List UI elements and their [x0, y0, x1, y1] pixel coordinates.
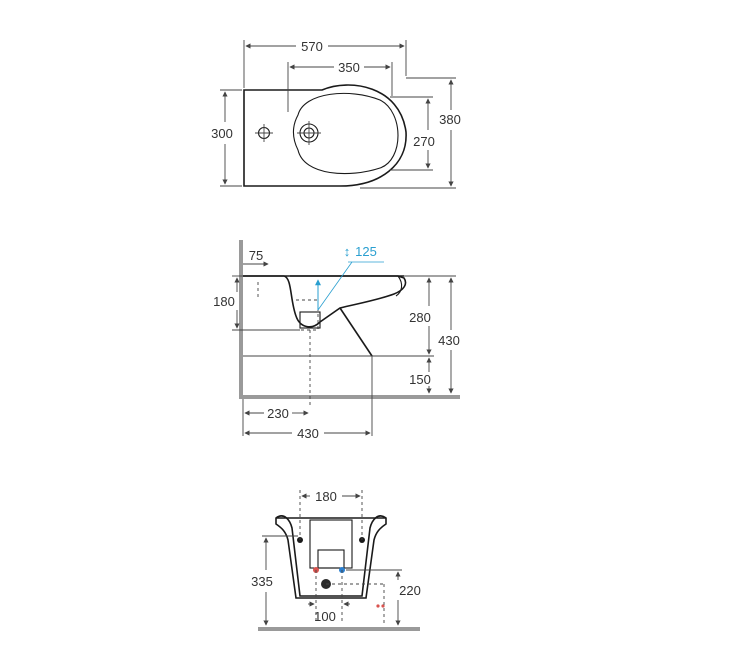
- dim-offset-top: 75: [249, 248, 263, 263]
- top-view-bowl: [292, 92, 399, 175]
- front-view-outline: [275, 515, 387, 599]
- side-view: 75 125 ↕ 180 280 430 150 230: [213, 240, 460, 441]
- front-view: 180 335 220 100: [251, 489, 421, 631]
- top-view-outline: [243, 84, 407, 187]
- dim-fixing-distance: 180: [315, 489, 337, 504]
- dim-total-height: 430: [438, 333, 460, 348]
- dim-highlight-height: 125: [355, 244, 377, 259]
- dim-floor-clearance: 150: [409, 372, 431, 387]
- dim-rim-height: 180: [213, 294, 235, 309]
- dim-drain-distance: 230: [267, 406, 289, 421]
- dim-water-spacing: 100: [314, 609, 336, 624]
- dim-water-height: 220: [399, 583, 421, 598]
- floor: [239, 395, 460, 399]
- dim-bowl-width: 270: [413, 134, 435, 149]
- tap-hole-icon: [255, 124, 273, 142]
- dim-body-height: 280: [409, 310, 431, 325]
- top-view: 570 350 300 380 270: [211, 39, 461, 189]
- svg-text:↕: ↕: [344, 244, 351, 259]
- dim-depth-total: 380: [439, 112, 461, 127]
- dim-width-total: 570: [301, 39, 323, 54]
- wall: [239, 240, 243, 398]
- drain-hole-icon: [297, 121, 321, 145]
- dim-bowl-length: 350: [338, 60, 360, 75]
- front-floor: [258, 627, 420, 631]
- dim-projection: 430: [297, 426, 319, 441]
- dim-fixing-height: 335: [251, 574, 273, 589]
- dim-width-body: 300: [211, 126, 233, 141]
